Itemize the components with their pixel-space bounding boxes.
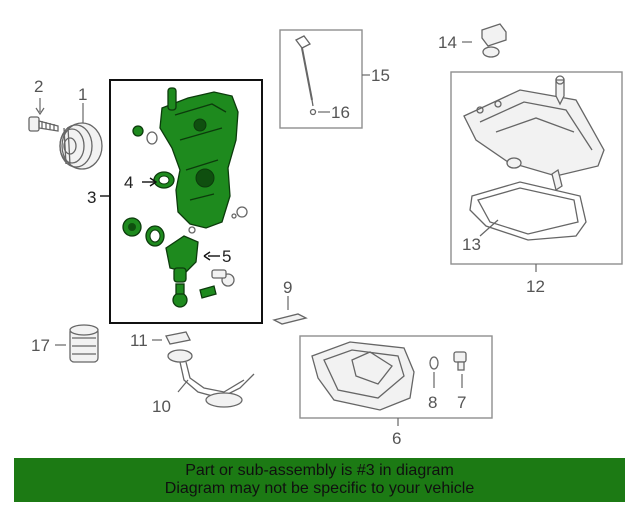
part-17-oil-filter[interactable] <box>55 324 99 363</box>
banner-line-2: Diagram may not be specific to your vehi… <box>164 480 475 497</box>
part-6-box <box>299 335 493 419</box>
callout-15: 15 <box>371 66 390 85</box>
banner-line-1: Part or sub-assembly is #3 in diagram <box>185 462 454 479</box>
callout-1: 1 <box>78 85 87 104</box>
part-3-timing-chain-cover[interactable] <box>122 87 248 308</box>
part-14-oil-filler-cap[interactable] <box>462 23 507 58</box>
callout-17: 17 <box>31 336 50 355</box>
callout-2: 2 <box>34 77 43 96</box>
callout-9: 9 <box>283 278 292 297</box>
part-15-dipstick[interactable] <box>295 35 314 107</box>
part-2-bolt[interactable] <box>28 98 59 132</box>
callout-8: 8 <box>428 393 437 412</box>
callout-10: 10 <box>152 397 171 416</box>
part-16-o-ring[interactable] <box>309 108 331 116</box>
part-10-oil-strainer[interactable] <box>167 349 255 408</box>
info-banner: Part or sub-assembly is #3 in diagram Di… <box>14 458 625 502</box>
callout-13: 13 <box>462 235 481 254</box>
callout-3: 3 <box>87 188 96 207</box>
part-12-valve-cover[interactable] <box>463 75 605 192</box>
callout-16: 16 <box>331 103 350 122</box>
part-13-valve-cover-gasket[interactable] <box>469 181 587 241</box>
part-8-washer[interactable] <box>429 356 439 388</box>
callout-12: 12 <box>526 277 545 296</box>
part-7-drain-plug[interactable] <box>453 351 467 388</box>
part-1-crank-pulley[interactable] <box>59 103 103 170</box>
callout-5: 5 <box>222 247 231 266</box>
part-6-oil-pan[interactable] <box>311 341 415 411</box>
part-11-gasket[interactable] <box>152 331 191 345</box>
callout-6: 6 <box>392 429 401 448</box>
callout-4: 4 <box>124 173 133 192</box>
callout-14: 14 <box>438 33 457 52</box>
callout-7: 7 <box>457 393 466 412</box>
part-15-box <box>279 29 363 129</box>
callout-11: 11 <box>130 331 148 350</box>
part-9-bracket[interactable] <box>272 296 308 325</box>
part-3-box <box>109 79 263 324</box>
